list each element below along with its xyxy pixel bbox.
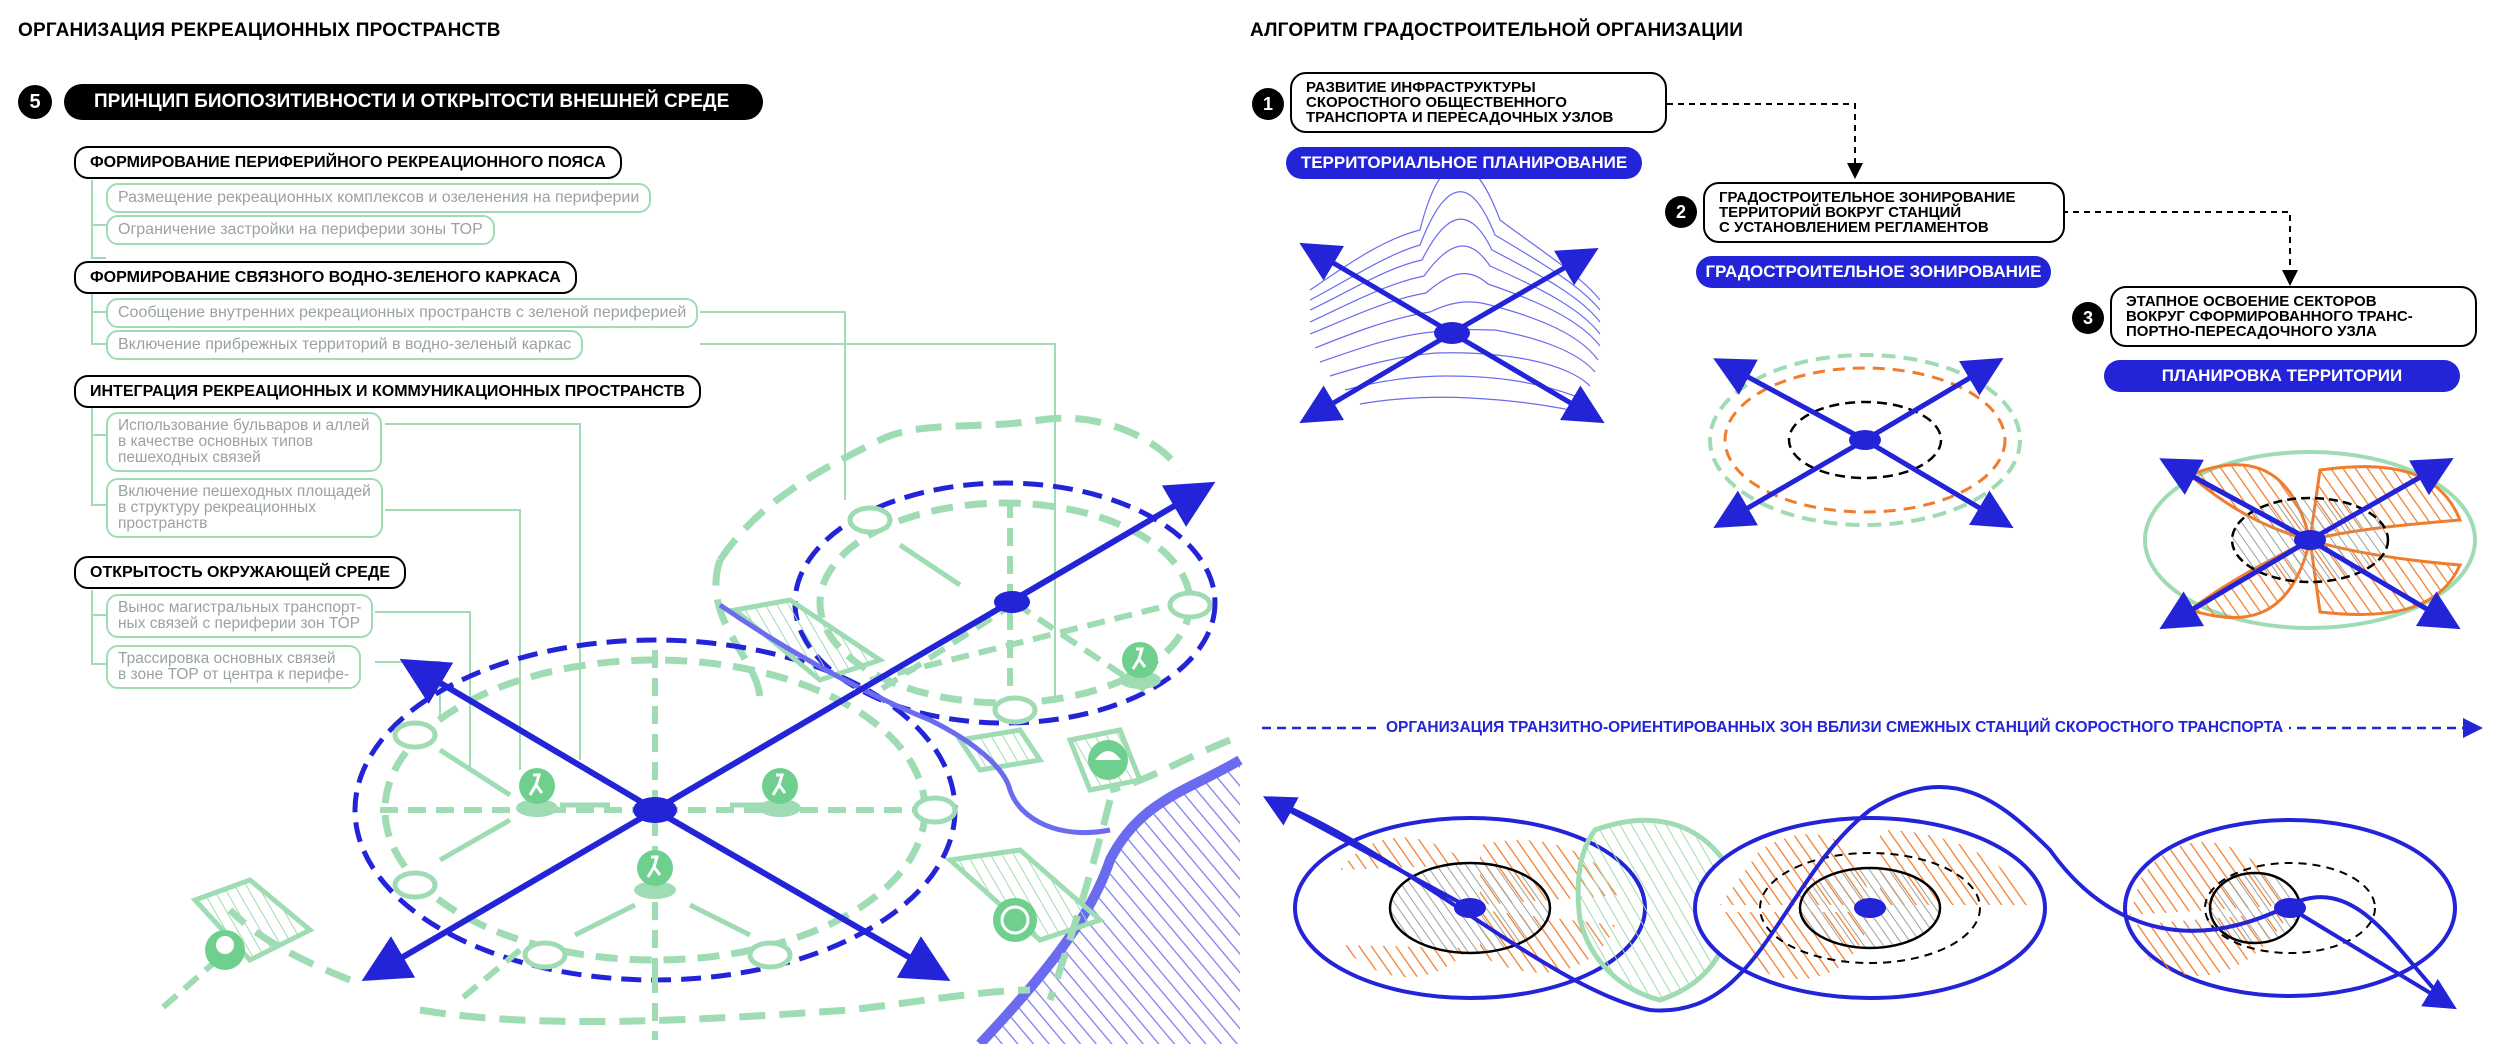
terrain-wave-graphic xyxy=(1309,164,1601,411)
adjacent-stations-graphic xyxy=(1262,785,2457,1013)
beach-icon xyxy=(1088,740,1128,780)
planning-graphic xyxy=(2143,450,2477,630)
group-item: Включение прибрежных территорий в водно-… xyxy=(106,330,584,360)
algorithm-diagram xyxy=(1262,103,2483,1013)
group-item: Ограничение застройки на периферии зоны … xyxy=(106,215,495,245)
pedestrian-icon xyxy=(759,768,801,817)
left-title: ОРГАНИЗАЦИЯ РЕКРЕАЦИОННЫХ ПРОСТРАНСТВ xyxy=(18,20,501,41)
group-title-water-green-frame: ФОРМИРОВАНИЕ СВЯЗНОГО ВОДНО-ЗЕЛЕНОГО КАР… xyxy=(74,261,577,294)
principle-title: ПРИНЦИП БИОПОЗИТИВНОСТИ И ОТКРЫТОСТИ ВНЕ… xyxy=(64,84,764,120)
step-label-2: ГРАДОСТРОИТЕЛЬНОЕ ЗОНИРОВАНИЕ xyxy=(1696,256,2051,288)
tree-icon xyxy=(205,930,245,970)
bottom-caption: ОРГАНИЗАЦИЯ ТРАНЗИТНО-ОРИЕНТИРОВАННЫХ ЗО… xyxy=(1380,719,2290,737)
group-item: Сообщение внутренних рекреационных прост… xyxy=(106,298,699,328)
group-title-openness: ОТКРЫТОСТЬ ОКРУЖАЮЩЕЙ СРЕДЕ xyxy=(74,556,407,589)
group-title-periphery-belt: ФОРМИРОВАНИЕ ПЕРИФЕРИЙНОГО РЕКРЕАЦИОННОГ… xyxy=(74,146,622,179)
transit-axes xyxy=(361,481,1216,982)
group-item: Размещение рекреационных комплексов и оз… xyxy=(106,183,652,213)
pedestrian-icon xyxy=(516,768,558,817)
principle-number-badge: 5 xyxy=(18,85,52,119)
pedestrian-icon xyxy=(634,850,676,899)
step-number-3: 3 xyxy=(2072,302,2104,334)
zoning-graphic xyxy=(1708,353,2022,529)
station-node-west xyxy=(633,797,677,823)
step-number-1: 1 xyxy=(1252,88,1284,120)
group-title-integration: ИНТЕГРАЦИЯ РЕКРЕАЦИОННЫХ И КОММУНИКАЦИОН… xyxy=(74,375,701,408)
right-title: АЛГОРИТМ ГРАДОСТРОИТЕЛЬНОЙ ОРГАНИЗАЦИИ xyxy=(1250,20,1744,41)
pedestrian-icon xyxy=(1119,642,1161,689)
station-node-east xyxy=(994,591,1030,613)
ball-icon xyxy=(993,898,1037,942)
step-label-3: ПЛАНИРОВКА ТЕРРИТОРИИ xyxy=(2104,360,2460,392)
step-number-2: 2 xyxy=(1665,196,1697,228)
step-label-1: ТЕРРИТОРИАЛЬНОЕ ПЛАНИРОВАНИЕ xyxy=(1286,147,1642,179)
group-item: Вынос магистральных транспорт-ных связей… xyxy=(106,594,374,638)
green-belt xyxy=(227,414,1232,1026)
recreation-diagram xyxy=(91,180,1243,1044)
